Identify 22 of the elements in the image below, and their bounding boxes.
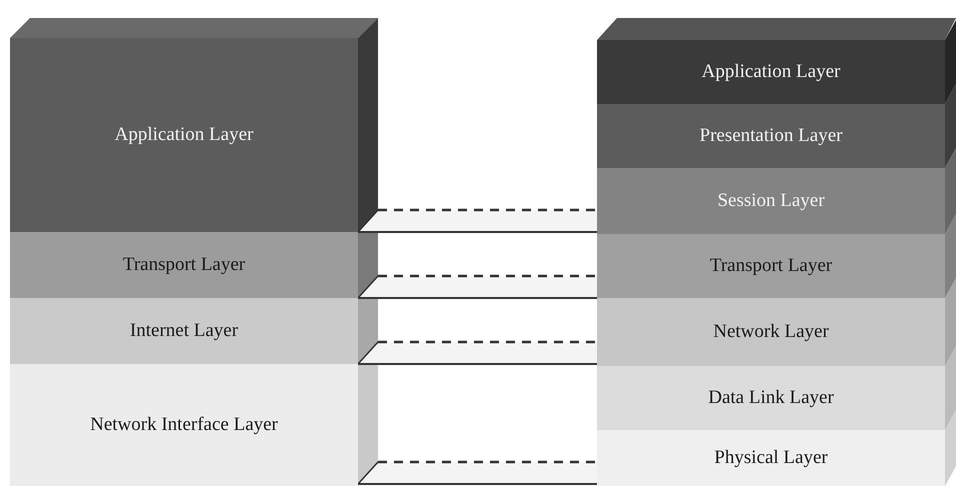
layer-block [10, 364, 358, 486]
layer-label: Network Interface Layer [90, 413, 278, 437]
layer-block [597, 40, 945, 104]
layer-label: Session Layer [717, 189, 825, 213]
layer-label: Physical Layer [714, 446, 828, 470]
layer-block [597, 234, 945, 298]
layer-label: Application Layer [114, 123, 254, 147]
layer-block [10, 298, 358, 364]
layer-block [10, 232, 358, 298]
layer-label: Application Layer [702, 60, 840, 84]
layer-block [597, 104, 945, 168]
layer-block [10, 38, 358, 232]
layer-label: Transport Layer [122, 253, 246, 277]
layer-block [597, 366, 945, 430]
layer-block [597, 430, 945, 486]
layer-block [597, 168, 945, 234]
layer-label: Internet Layer [130, 319, 238, 343]
layer-label: Data Link Layer [708, 386, 834, 410]
layer-label: Transport Layer [710, 254, 832, 278]
layer-label: Presentation Layer [700, 124, 842, 148]
layer-label: Network Layer [713, 320, 829, 344]
layer-block [597, 298, 945, 366]
